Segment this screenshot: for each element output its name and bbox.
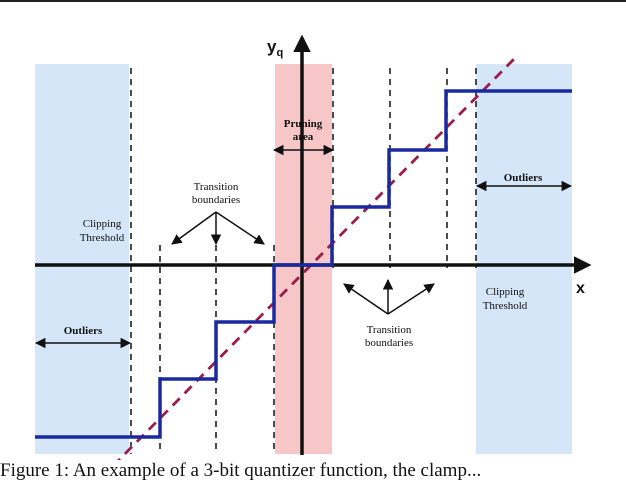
clipping-threshold-right-line1: Clipping [486,286,525,298]
clipping-threshold-left-line1: Clipping [83,218,122,230]
top-rule [0,0,626,2]
outliers-label-left: Outliers [64,325,103,337]
quantizer-diagram: yq x Pruning area Outliers Outliers Clip… [34,34,592,460]
clipping-threshold-right-line2: Threshold [483,300,528,312]
pruning-area-label-line1: Pruning [284,118,323,130]
transition-boundaries-bottom-line1: Transition [367,324,412,336]
y-axis-label: yq [267,37,283,59]
pruning-area-label-line2: area [293,131,314,143]
outliers-label-right: Outliers [504,172,543,184]
transition-boundaries-top-line1: Transition [194,181,239,193]
figure-caption: Figure 1: An example of a 3-bit quantize… [0,460,482,481]
transition-boundaries-top-line2: boundaries [192,194,240,206]
quantizer-staircase [35,89,572,439]
outlier-region-right [476,64,572,454]
identity-diagonal [116,54,519,460]
transition-arrows-top [171,211,265,246]
outlier-region-left [35,64,129,454]
transition-arrows-bottom [343,278,435,315]
x-axis-label: x [576,280,585,297]
clipping-threshold-left-line2: Threshold [80,232,125,244]
transition-boundaries-bottom-line2: boundaries [365,337,413,349]
